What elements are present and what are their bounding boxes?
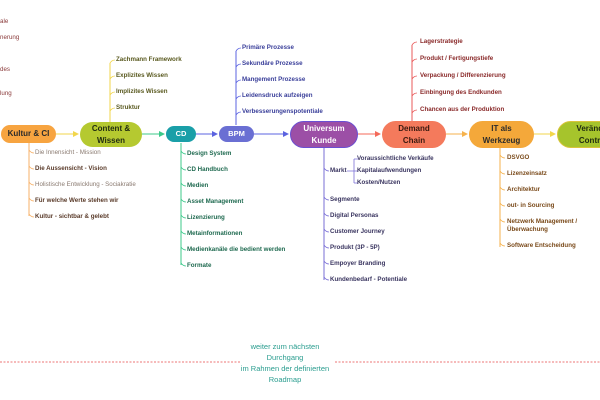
node-label: IT als [491,123,512,133]
node-label: Chain [402,135,426,145]
it-child[interactable]: Lizenzeinsatz [507,170,547,177]
left-fragment: des [0,66,10,73]
universum-child[interactable]: Produkt (3P - 5P) [330,244,380,251]
node-label: Verände [576,123,600,133]
demand-child[interactable]: Lagerstrategie [420,38,463,45]
node-label: Werkzeug [482,135,521,145]
universum-child[interactable]: Customer Journey [330,228,385,235]
node-label: Wissen [97,135,125,145]
left-fragment: nerung [0,34,20,41]
bpm-child[interactable]: Verbesserungenspotentiale [242,108,323,115]
universum-child[interactable]: Digital Personas [330,212,379,219]
node-label: Demand [398,123,430,133]
universum-child[interactable]: Segmente [330,196,360,203]
content-child[interactable]: Struktur [116,104,141,111]
node-label: CD [175,129,187,138]
it-child[interactable]: Netzwerk Management / [507,218,578,225]
footer-line: Roadmap [268,375,302,384]
kultur-child[interactable]: Die Innensicht - Mission [35,149,101,156]
kultur-child[interactable]: Holistische Entwicklung - Sociakratie [35,181,136,188]
it-child[interactable]: DSVGO [507,154,530,161]
node-label: Kunde [311,135,337,145]
markt-child[interactable]: Kosten/Nutzen [357,179,401,186]
bpm-child[interactable]: Sekundäre Prozesse [242,60,303,67]
bpm-child[interactable]: Leidensdruck aufzeigen [242,92,313,99]
universum-markt[interactable]: Markt [330,167,347,174]
node-label: BPM [228,129,245,138]
node-label: Contro [578,135,600,145]
footer-line: weiter zum nächsten [250,342,320,351]
node-label: Content & [91,123,131,133]
it-child[interactable]: out- in Sourcing [507,202,555,209]
it-child[interactable]: Überwachung [507,226,548,233]
node-universum-kunde[interactable]: Universum Kunde [290,121,358,148]
cd-child[interactable]: Medienkanäle die bedient werden [187,246,286,253]
kultur-child[interactable]: Kultur - sichtbar & gelebt [35,213,109,220]
node-cd[interactable]: CD [166,126,196,142]
bpm-child[interactable]: Primäre Prozesse [242,44,294,51]
cd-child[interactable]: Formate [187,262,212,269]
footer-line: im Rahmen der definierten [240,364,330,373]
demand-child[interactable]: Einbingung des Endkunden [420,89,502,96]
bpm-child[interactable]: Mangement Prozesse [242,76,306,83]
node-label: Kultur & CI [7,129,50,138]
cd-child[interactable]: Metainformationen [187,230,243,237]
kultur-child[interactable]: Für welche Werte stehen wir [35,197,119,204]
node-demand-chain[interactable]: Demand Chain [382,121,446,148]
demand-child[interactable]: Produkt / Fertigungstiefe [420,55,494,62]
cd-child[interactable]: Asset Management [187,198,244,205]
cd-child[interactable]: CD Handbuch [187,166,228,173]
left-fragment: ale [0,18,9,25]
it-child[interactable]: Software Entscheidung [507,242,576,249]
kultur-child[interactable]: Die Aussensicht - Vision [35,165,107,172]
footer-line: Durchgang [266,353,304,362]
node-label: Universum [303,123,345,133]
cd-child[interactable]: Lizenzierung [187,214,225,221]
content-child[interactable]: Explizites Wissen [116,72,168,79]
node-veraenderung-controlling[interactable]: Verände Contro [557,121,600,148]
node-it-werkzeug[interactable]: IT als Werkzeug [469,121,534,148]
it-child[interactable]: Architektur [507,186,541,193]
content-child[interactable]: Implizites Wissen [116,88,168,95]
left-fragment: lung [0,90,12,97]
markt-child[interactable]: Kapitalaufwendungen [357,167,422,174]
universum-child[interactable]: Empoyer Branding [330,260,386,267]
footer-note: weiter zum nächsten Durchgang im Rahmen … [230,341,340,385]
node-bpm[interactable]: BPM [219,126,254,142]
demand-child[interactable]: Verpackung / Differenzierung [420,72,506,79]
universum-child[interactable]: Kundenbedarf - Potentiale [330,276,408,283]
markt-child[interactable]: Voraussichtliche Verkäufe [357,155,434,162]
demand-child[interactable]: Chancen aus der Produktion [420,106,505,113]
content-child[interactable]: Zachmann Framework [116,56,182,63]
node-kultur-ci[interactable]: Kultur & CI [1,125,56,143]
cd-child[interactable]: Medien [187,182,209,189]
node-content-wissen[interactable]: Content & Wissen [80,122,142,147]
cd-child[interactable]: Design System [187,150,232,157]
